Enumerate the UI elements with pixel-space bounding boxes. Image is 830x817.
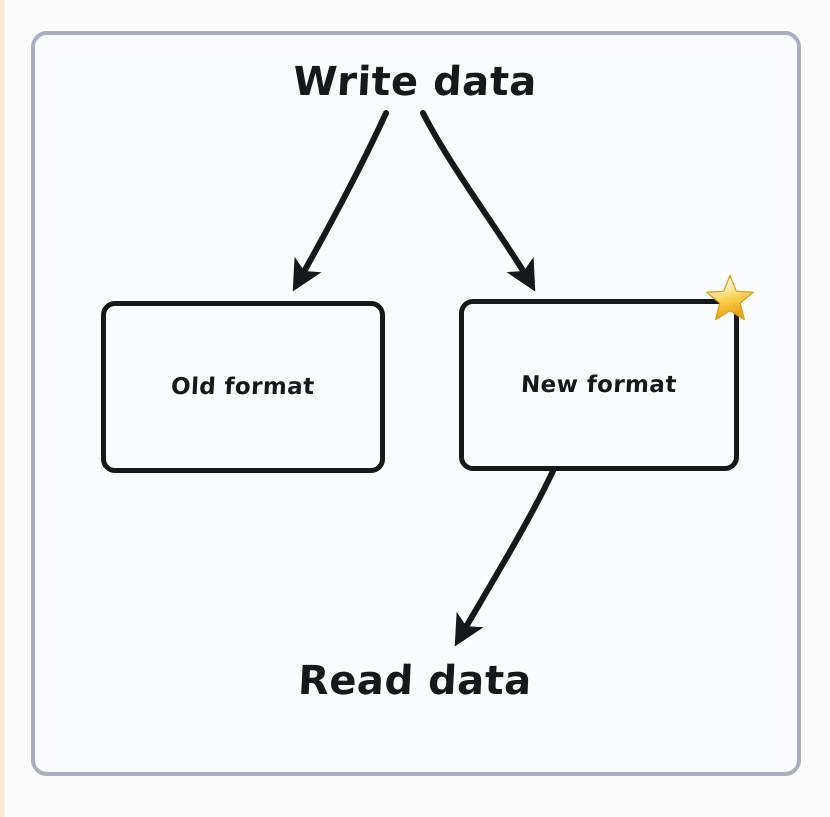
old-format-box[interactable]: Old format [101,301,385,473]
arrow-write-to-new [420,110,536,292]
old-format-label: Old format [170,374,316,400]
new-format-label: New format [520,372,678,398]
read-data-label: Read data [296,658,534,704]
left-edge-strip [0,0,5,817]
arrow-write-to-old [292,110,389,292]
new-format-box[interactable]: New format [459,299,739,471]
arrow-new-to-read [454,468,556,647]
write-data-label: Write data [291,59,539,105]
